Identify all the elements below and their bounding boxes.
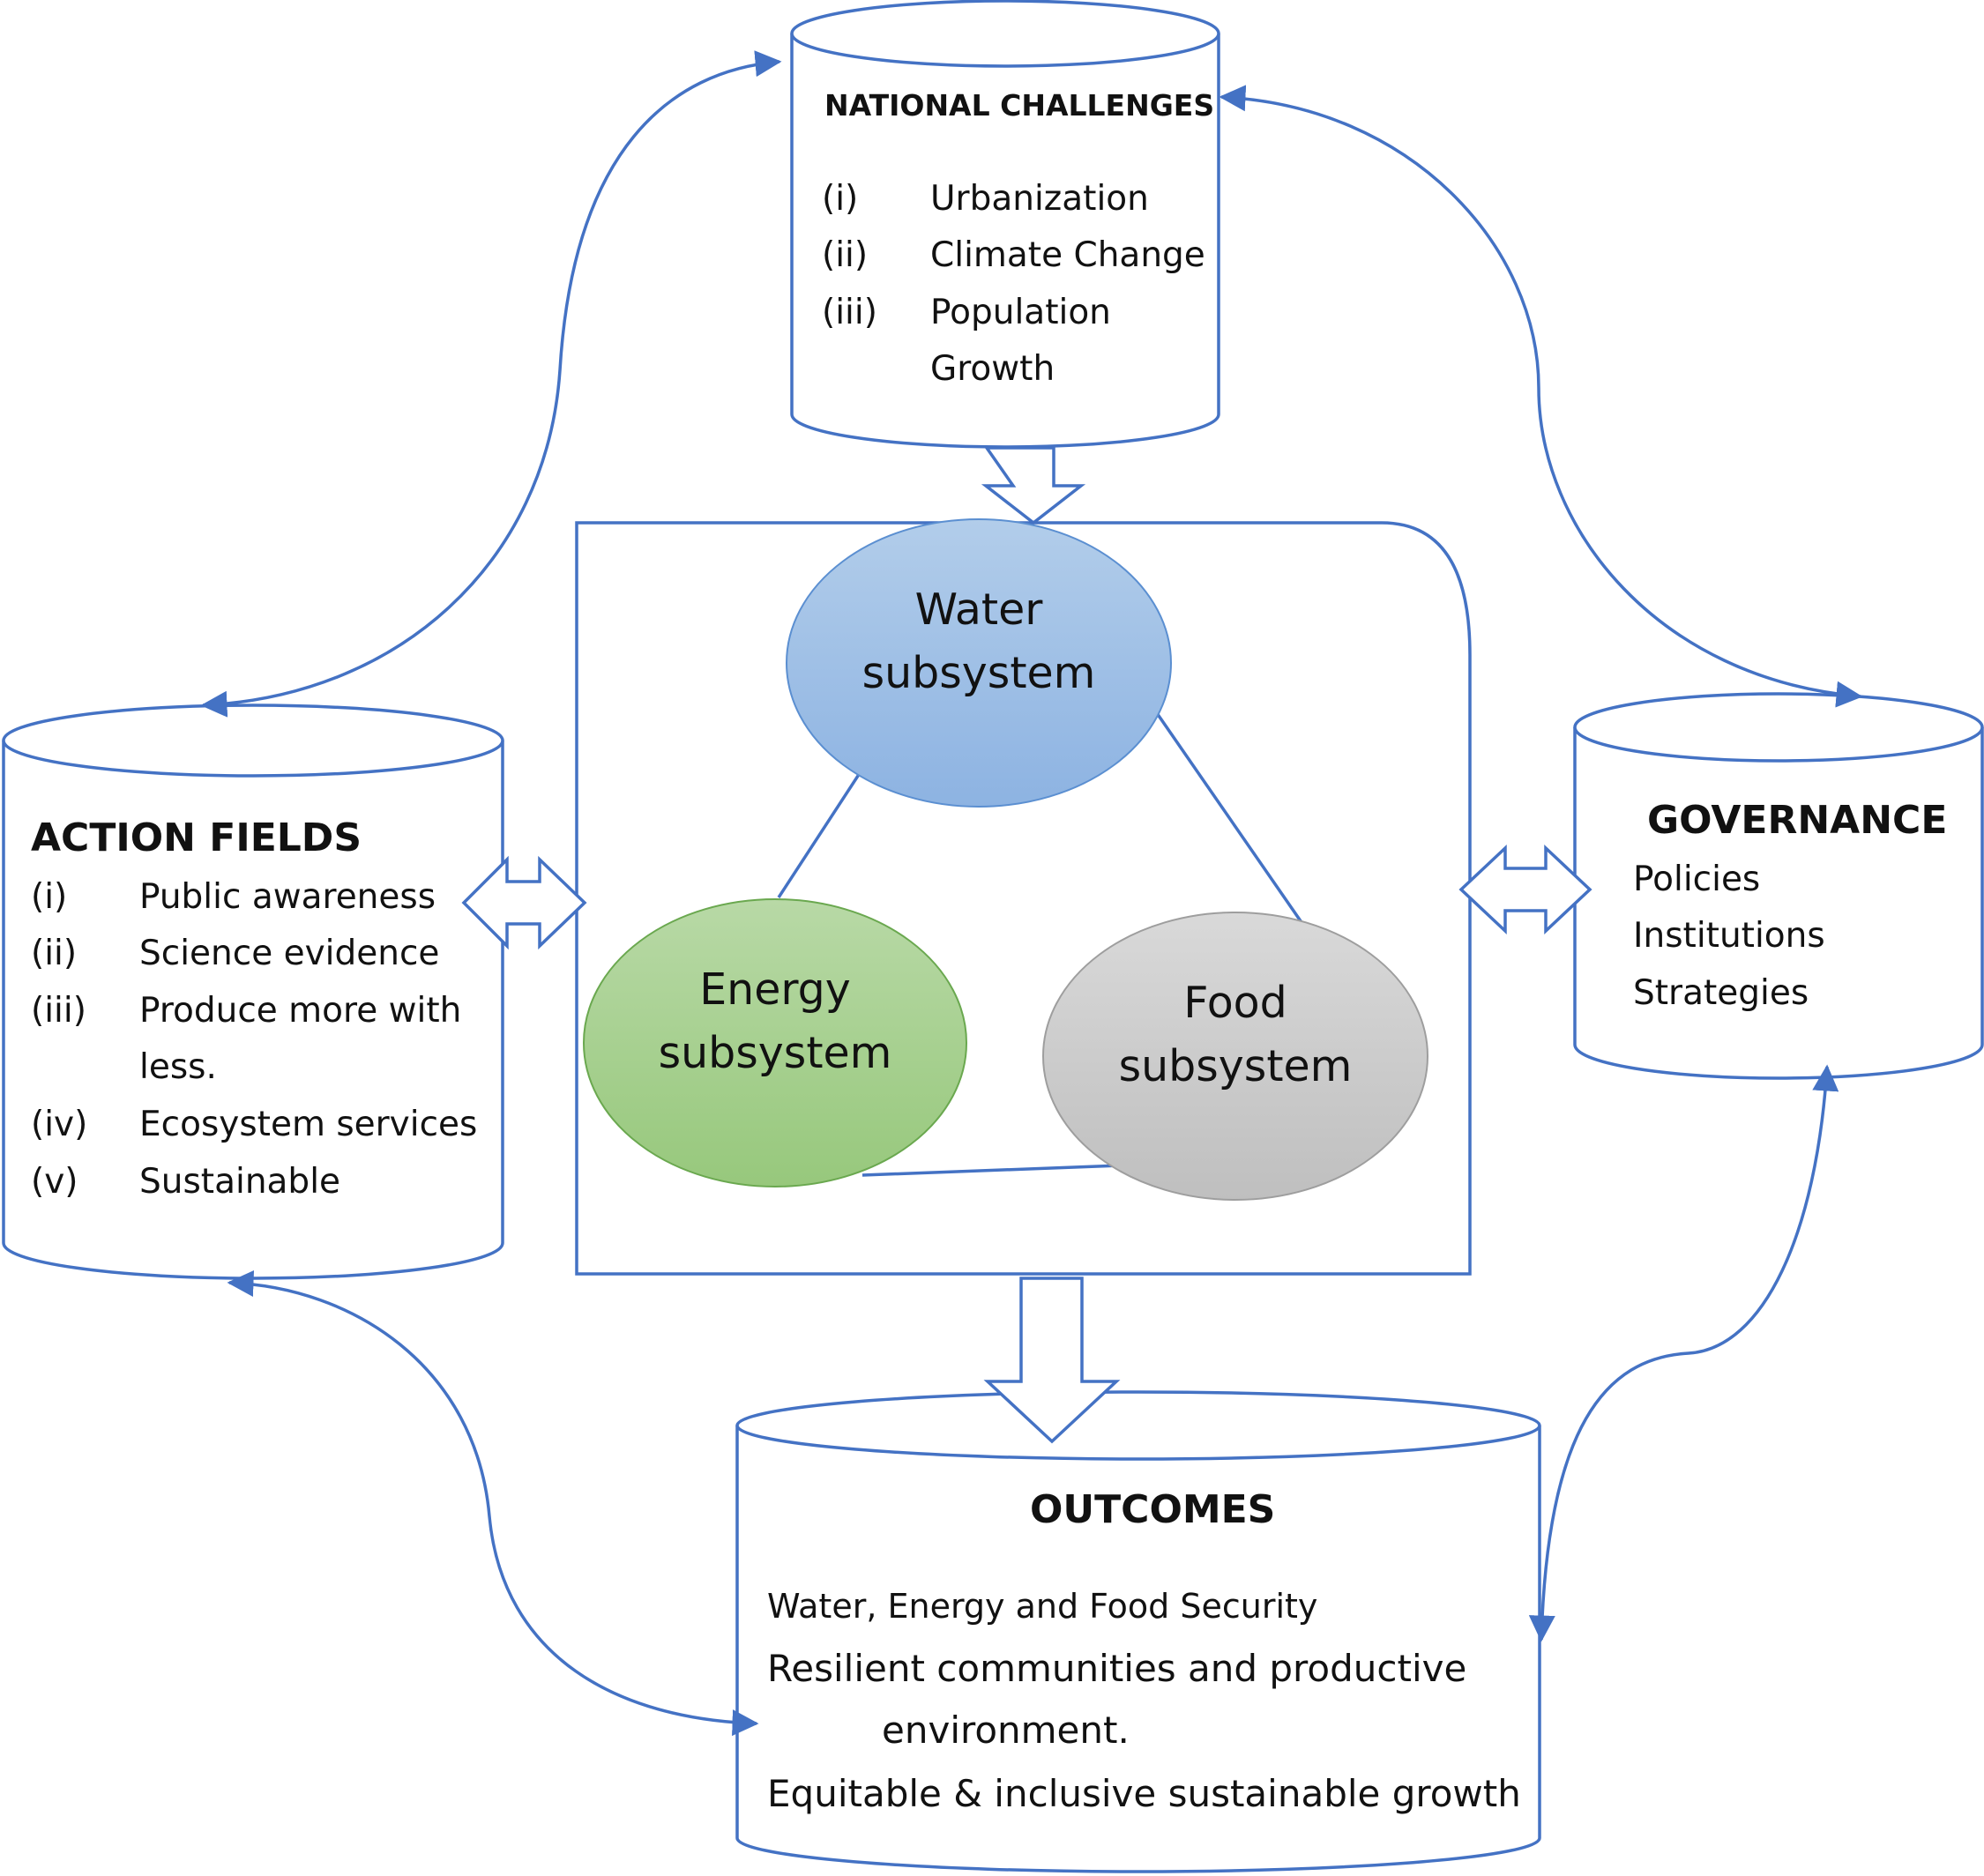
link-water-food (1145, 698, 1307, 928)
curve-governance-outcomes (1528, 1064, 1839, 1642)
food-subsystem-ellipse (1042, 912, 1428, 1201)
af-item-text: Science evidence (139, 934, 440, 973)
af-item-num: (iii) (31, 991, 86, 1031)
af-item-text: less. (139, 1047, 217, 1087)
link-water-energy (777, 755, 873, 898)
af-item-text: Produce more with (139, 991, 462, 1031)
governance-item: Institutions (1633, 916, 1825, 956)
af-item-text: Sustainable (139, 1162, 341, 1202)
governance-item: Strategies (1633, 973, 1809, 1013)
af-item-text: Ecosystem services (139, 1105, 478, 1144)
outcomes-item: Water, Energy and Food Security (767, 1587, 1318, 1626)
nc-item-num: (iii) (822, 293, 877, 332)
governance-item: Policies (1633, 860, 1761, 899)
energy-subsystem-ellipse (583, 898, 967, 1187)
nc-item-text: Population (930, 293, 1111, 332)
outcomes-item: Equitable & inclusive sustainable growth (767, 1772, 1521, 1815)
af-item-num: (i) (31, 877, 68, 917)
national-challenges-title: NATIONAL CHALLENGES (824, 88, 1215, 123)
nc-item-num: (i) (822, 179, 859, 219)
nc-item-text: Climate Change (930, 235, 1205, 275)
af-item-num: (v) (31, 1162, 78, 1202)
nc-item-text: Growth (930, 349, 1055, 389)
af-item-text: Public awareness (139, 877, 436, 917)
action-fields-cylinder (2, 704, 504, 1280)
water-subsystem-ellipse (786, 518, 1172, 808)
block-arrow-nexus-to-outcomes (983, 1277, 1121, 1444)
curve-action-outcomes (227, 1270, 759, 1737)
nc-item-text: Urbanization (930, 179, 1149, 219)
double-arrow-action-nexus (461, 855, 587, 950)
national-challenges-cylinder (790, 0, 1220, 449)
food-subsystem-label: Food subsystem (1118, 978, 1353, 1091)
governance-title: GOVERNANCE (1647, 798, 1948, 843)
double-arrow-nexus-governance (1458, 844, 1592, 935)
outcomes-item: environment. (882, 1708, 1130, 1752)
af-item-num: (iv) (31, 1105, 88, 1144)
curve-challenges-governance (1219, 85, 1863, 708)
action-fields-title: ACTION FIELDS (31, 815, 362, 860)
af-item-num: (ii) (31, 934, 78, 973)
nc-item-num: (ii) (822, 235, 869, 275)
water-subsystem-label: Water subsystem (861, 584, 1096, 698)
energy-subsystem-label: Energy subsystem (658, 964, 892, 1078)
block-arrow-challenges-to-nexus (981, 446, 1086, 525)
outcomes-title: OUTCOMES (1030, 1487, 1276, 1532)
outcomes-item: Resilient communities and productive (767, 1647, 1467, 1690)
curve-challenges-action (200, 50, 782, 718)
link-energy-food (861, 1164, 1123, 1177)
